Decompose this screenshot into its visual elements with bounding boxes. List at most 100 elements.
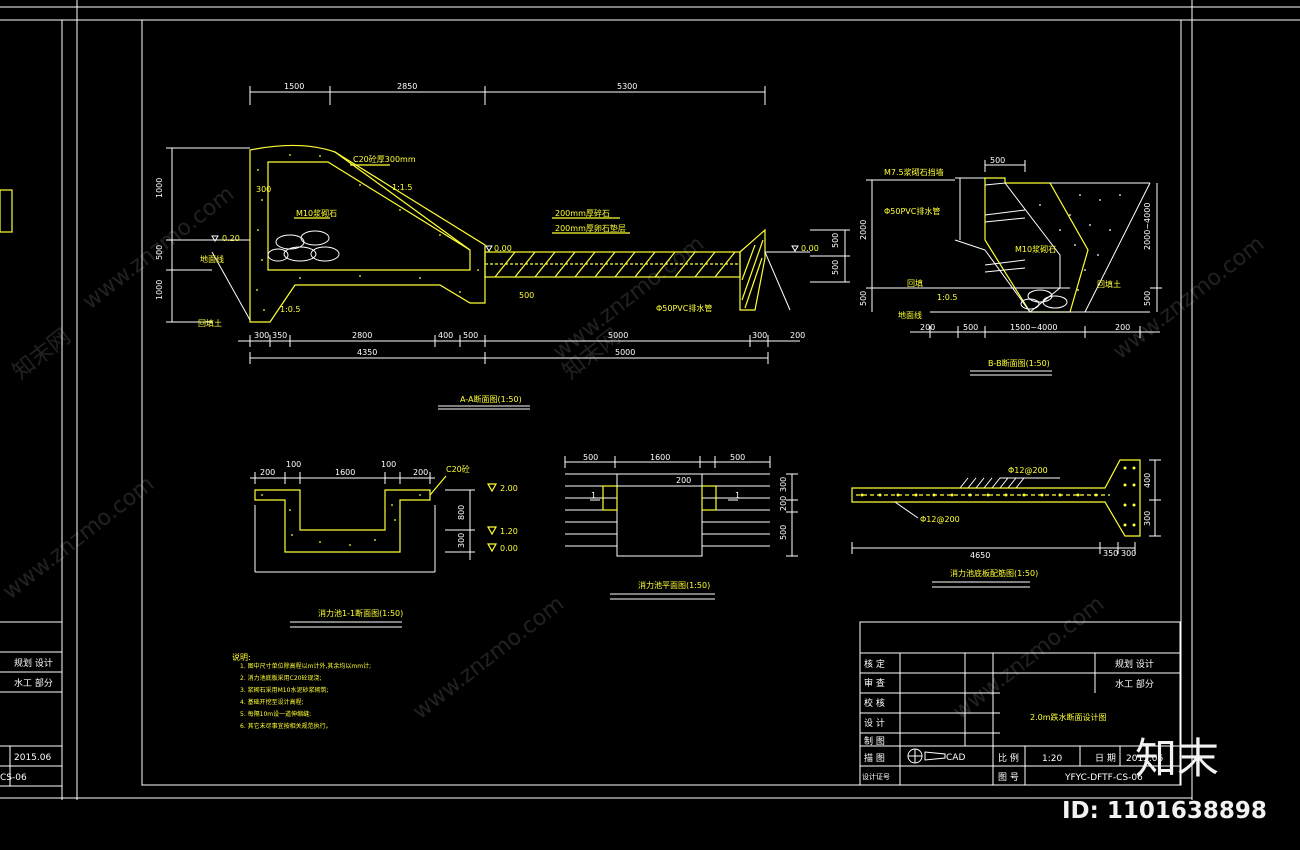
bb-dim-top: 500	[990, 156, 1005, 165]
image-id: ID: 1101638898	[1062, 798, 1267, 824]
rebar-callout-1: Φ12@200	[1008, 466, 1048, 475]
aa-callout-5: Φ50PVC排水管	[656, 303, 712, 313]
left-date: 2015.06	[14, 753, 51, 763]
left-org-line1: 规划 设计	[14, 657, 53, 669]
aa-dim-right-1: 500	[831, 233, 840, 248]
tb-row-5: 制 图	[864, 735, 885, 747]
tb-scale-label: 比 例	[998, 752, 1019, 764]
tb-date-value: 2015.06	[1126, 754, 1163, 764]
drawing-frame	[141, 19, 1182, 786]
rebar-dim-right-1: 400	[1143, 473, 1152, 488]
watermark-brand-1: 知末网	[8, 324, 75, 384]
s11-level-1: 2.00	[500, 484, 518, 493]
rebar-dim-right-2: 300	[1143, 511, 1152, 526]
watermarks: www.znzmo.com www.znzmo.com www.znzmo.co…	[0, 181, 1269, 724]
brand-logo: 知末	[1135, 734, 1219, 783]
section-11: 200 100 1600 100 200 800 300 C20砼 2.00 1…	[250, 460, 518, 628]
aa-dim-bot-1: 300	[254, 331, 269, 340]
left-sheet-title-block: 规划 设计 水工 部分 2015.06 CS-06	[0, 621, 62, 787]
notes-item-6: 6. 其它未尽事宜按相关规范执行。	[240, 722, 332, 730]
bb-dim-bot-2: 500	[963, 323, 978, 332]
aa-level-mid: 0.00	[494, 244, 512, 253]
notes-item-3: 3. 浆砌石采用M10水泥砂浆砌筑;	[240, 686, 328, 694]
notes-item-5: 5. 每隔10m设一道伸缩缝;	[240, 710, 311, 718]
aa-dim-top-1: 1500	[284, 82, 304, 91]
aa-callout-7: 1:0.5	[280, 305, 301, 314]
aa-dim-left-3: 1000	[155, 280, 164, 300]
rebar-dim-1: 4650	[970, 551, 990, 560]
aa-dim-top-3: 5300	[617, 82, 637, 91]
aa-callout-6: 1:1.5	[392, 183, 413, 192]
bb-dim-bot-1: 200	[920, 323, 935, 332]
watermark-4: www.znzmo.com	[0, 471, 159, 604]
tb-date-label: 日 期	[1095, 753, 1116, 764]
aa-weir-body	[249, 144, 486, 323]
tb-org-1: 规划 设计	[1115, 658, 1154, 670]
aa-callout-3: 200mm厚碎石	[555, 208, 610, 218]
bb-dim-right-2: 500	[1143, 291, 1152, 306]
rebar-title: 消力池底板配筋图(1:50)	[950, 568, 1038, 578]
notes-item-1: 1. 图中尺寸单位除高程以m计外,其余均以mm计;	[240, 662, 371, 670]
notes-heading: 说明:	[232, 652, 251, 662]
tb-drawing-name: 2.0m跌水断面设计图	[1030, 712, 1107, 722]
s11-title: 消力池1-1断面图(1:50)	[318, 608, 403, 618]
section-bb: 500 2000 500 2000~4000 500	[859, 156, 1162, 376]
bb-callout-7: 回填土	[1097, 279, 1121, 289]
aa-dim-right-2: 500	[831, 260, 840, 275]
notes-item-4: 4. 基础开挖至设计高程;	[240, 698, 304, 706]
s11-level-2: 1.20	[500, 527, 518, 536]
watermark-6: www.znzmo.com	[948, 591, 1109, 724]
aa-callout-9: 地面线	[200, 254, 224, 264]
tb-scale-value: 1:20	[1042, 754, 1062, 764]
bb-title: B-B断面图(1:50)	[988, 358, 1050, 368]
left-org-line2: 水工 部分	[14, 677, 53, 689]
s11-dim-right-2: 300	[457, 533, 466, 548]
plan-dim-right-3: 500	[779, 525, 788, 540]
s11-level-3: 0.00	[500, 544, 518, 553]
aa-callout-4: 200mm厚卵石垫层	[555, 223, 626, 233]
tb-row-1: 核 定	[864, 658, 885, 670]
bb-dim-left-2: 500	[859, 291, 868, 306]
s11-dim-4: 100	[381, 460, 396, 469]
aa-dim-top-2: 2850	[397, 82, 417, 91]
bb-dim-bot-4: 200	[1115, 323, 1130, 332]
tb-row-6: 描 图	[864, 752, 885, 764]
bb-dim-bot-3: 1500~4000	[1010, 323, 1057, 332]
plan-mark-1: 1	[591, 491, 596, 500]
aa-callout-2: M10浆砌石	[296, 208, 337, 218]
bb-dim-right-1: 2000~4000	[1143, 203, 1152, 250]
aa-dim-bot-6: 5000	[608, 331, 628, 340]
s11-dim-3: 1600	[335, 468, 355, 477]
left-number: CS-06	[0, 773, 27, 783]
aa-dim-total-1: 4350	[357, 348, 377, 357]
tb-number-label: 图 号	[998, 772, 1019, 783]
tb-cad-logo: CAD	[946, 753, 965, 763]
aa-level-right: 0.00	[801, 244, 819, 253]
aa-dim-bot-8: 200	[790, 331, 805, 340]
bb-callout-5: 1:0.5	[937, 293, 958, 302]
plan-dim-right-1: 300	[779, 477, 788, 492]
notes: 说明: 1. 图中尺寸单位除高程以m计外,其余均以mm计; 2. 消力池底板采用…	[232, 652, 371, 730]
plan-title: 消力池平面图(1:50)	[638, 580, 710, 590]
aa-dim-bot-5: 500	[463, 331, 478, 340]
section-plan: 500 1600 500 200 1 1 300 200 500 消力池平面图(…	[564, 453, 798, 600]
bb-callout-2: Φ50PVC排水管	[884, 206, 940, 216]
rebar-slab	[851, 459, 1141, 537]
aa-weir-inner	[267, 161, 471, 271]
section-rebar: Φ12@200 Φ12@200 4650 350 300 400 300 消力池…	[851, 459, 1161, 588]
plan-dim-right-2: 200	[779, 496, 788, 511]
plan-basin	[616, 473, 703, 557]
aa-callout-10: 300	[256, 185, 271, 194]
tb-org-2: 水工 部分	[1115, 678, 1154, 690]
plan-dim-3: 500	[730, 453, 745, 462]
aa-dim-bot-7: 300	[752, 331, 767, 340]
s11-dim-right-1: 800	[457, 505, 466, 520]
watermark-5: www.znzmo.com	[408, 591, 569, 724]
aa-callout-1: C20砼厚300mm	[353, 154, 416, 164]
s11-callout: C20砼	[446, 464, 470, 474]
aa-callout-8: 回填土	[198, 318, 222, 328]
bb-callout-1: M7.5浆砌石挡墙	[884, 167, 944, 177]
aa-dim-total-2: 5000	[615, 348, 635, 357]
bb-callout-4: 回填	[907, 278, 923, 288]
